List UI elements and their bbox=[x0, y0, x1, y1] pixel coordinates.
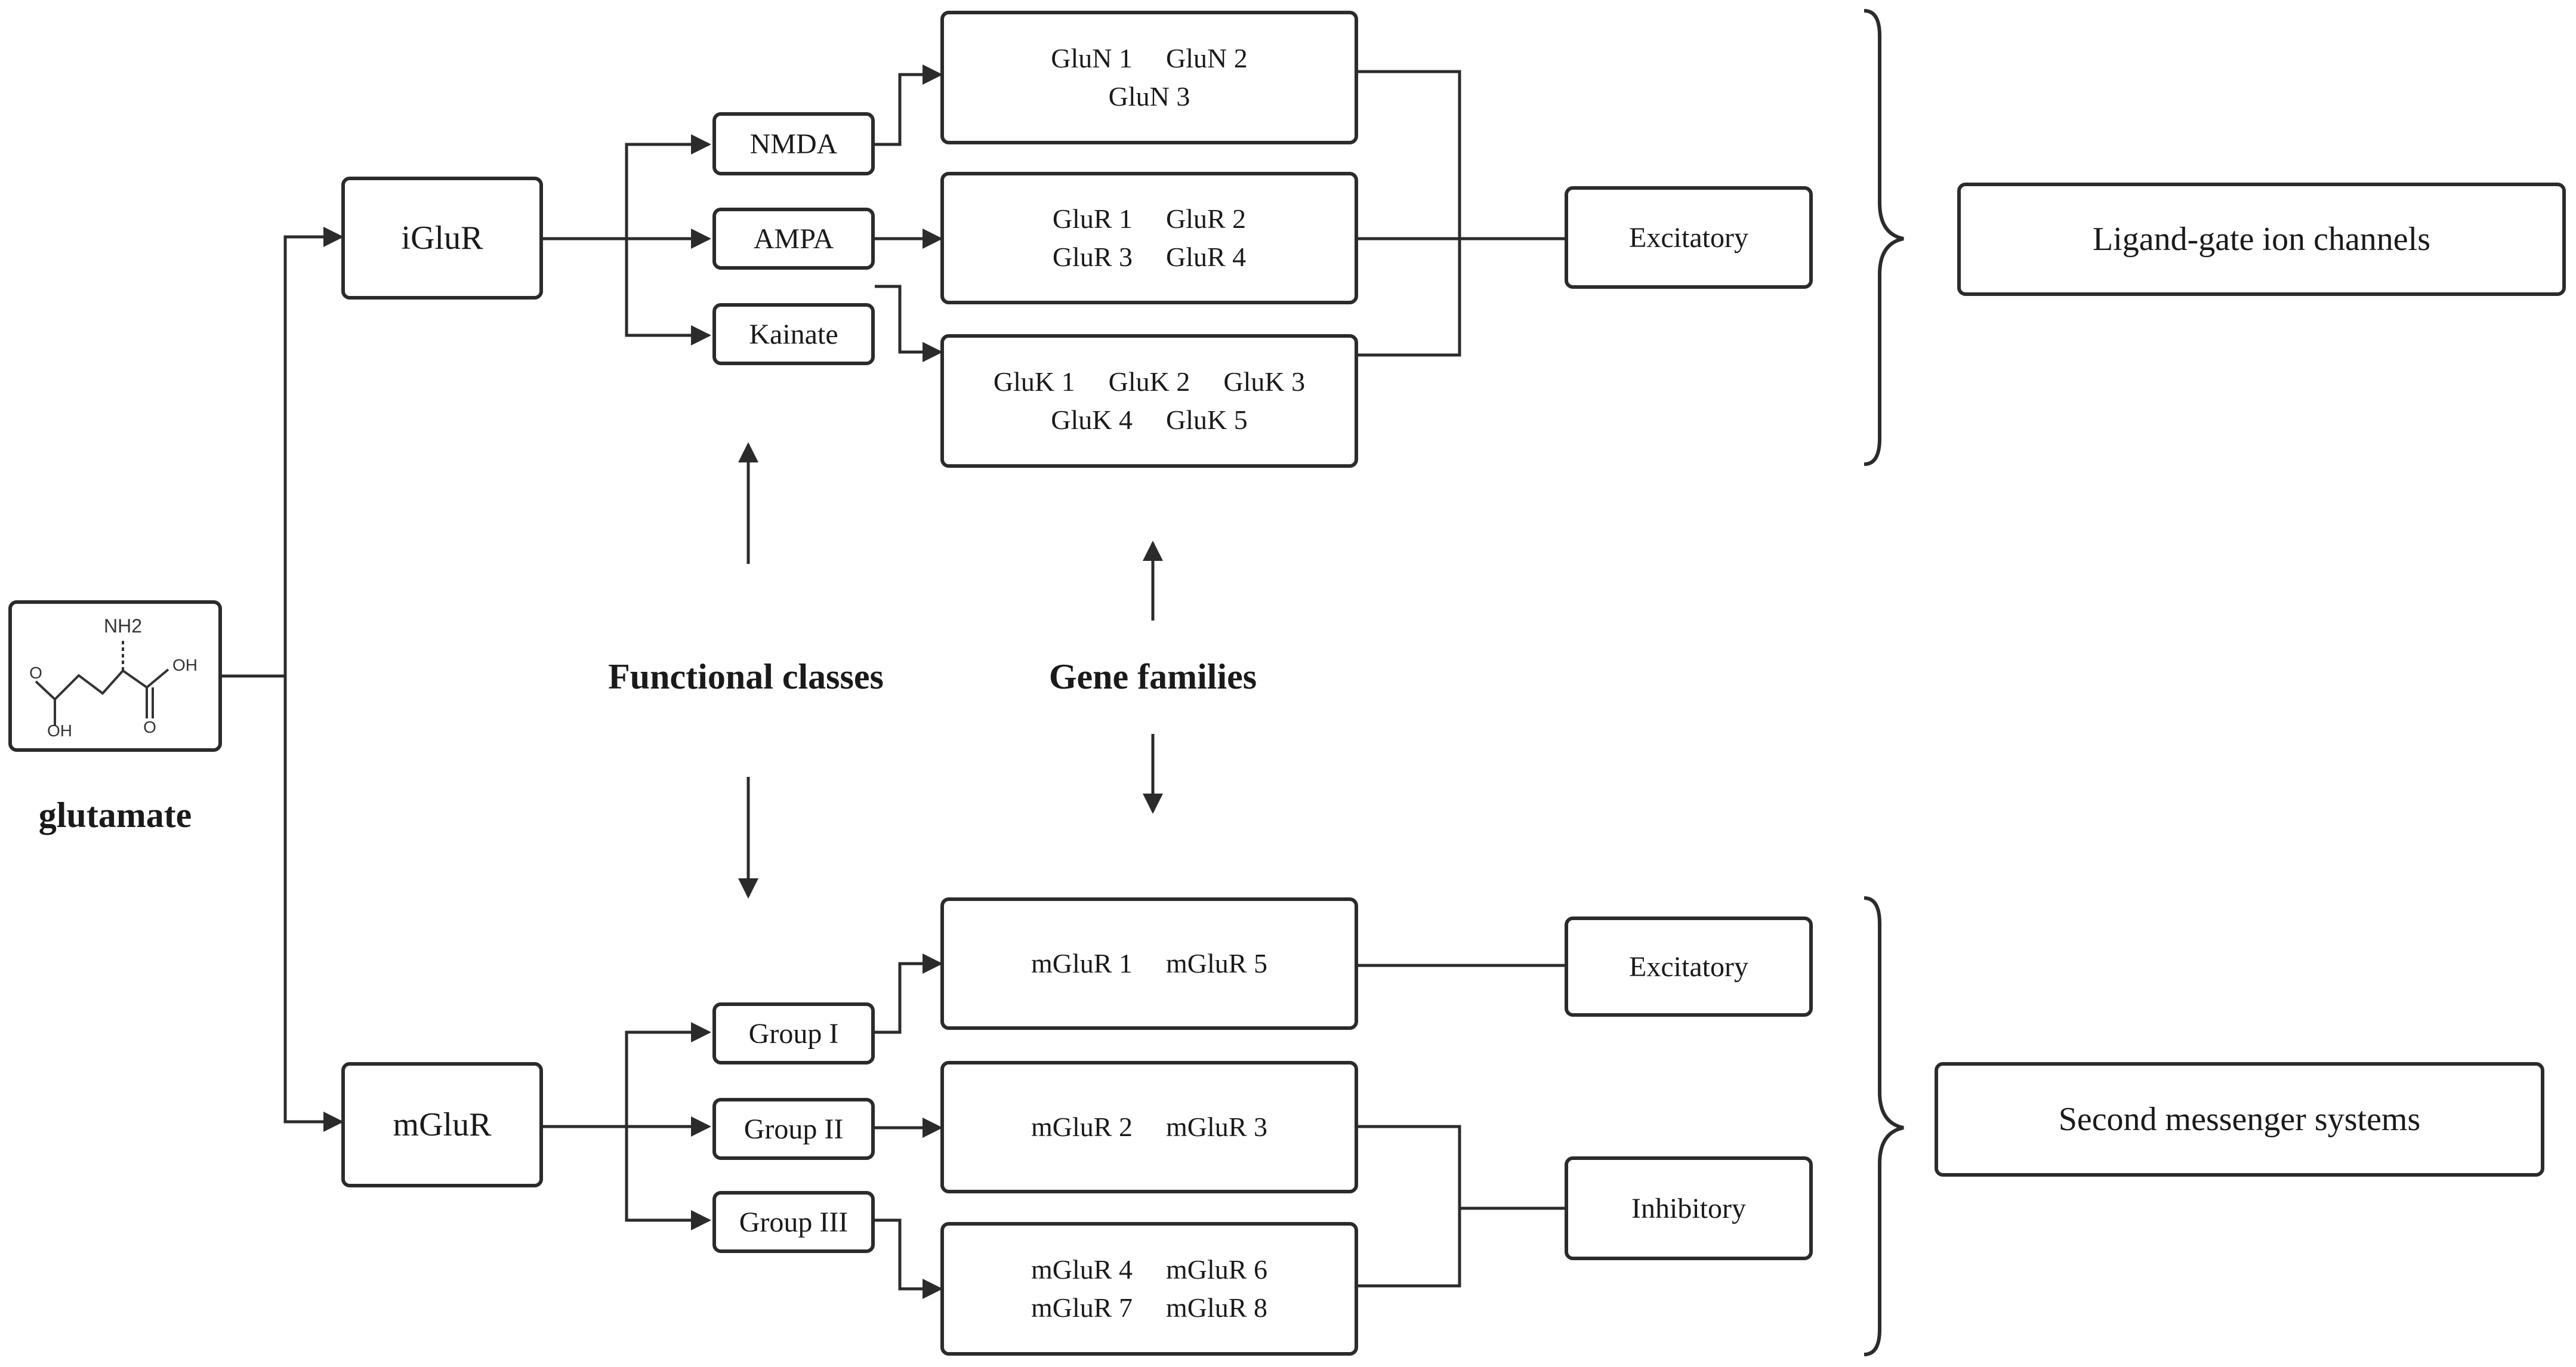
iglur-to-kainate bbox=[625, 239, 711, 345]
bottom-brace bbox=[1864, 896, 1904, 1356]
glun-3: GluN 3 bbox=[1108, 81, 1190, 112]
mglur-excitatory-box: Excitatory bbox=[1565, 917, 1813, 1017]
group1-box: Group I bbox=[712, 1002, 875, 1064]
mglur-4: mGluR 4 bbox=[1031, 1254, 1133, 1285]
acid-left-label: OH bbox=[47, 721, 72, 740]
mglur-box: mGluR bbox=[341, 1062, 543, 1187]
gluk-4: GluK 4 bbox=[1051, 405, 1133, 435]
mglur4678-family-box: mGluR 4 mGluR 6 mGluR 7 mGluR 8 bbox=[940, 1222, 1358, 1356]
ampa-label: AMPA bbox=[753, 223, 834, 255]
mglur-label: mGluR bbox=[393, 1106, 492, 1143]
mglur-6: mGluR 6 bbox=[1166, 1254, 1267, 1285]
mglur-2: mGluR 2 bbox=[1031, 1112, 1133, 1142]
mglur-to-group1 bbox=[625, 1022, 711, 1127]
glun-1: GluN 1 bbox=[1051, 43, 1133, 73]
nmda-to-glun bbox=[875, 64, 943, 146]
mglur15-family-box: mGluR 1 mGluR 5 bbox=[940, 897, 1358, 1030]
glur-4: GluR 4 bbox=[1166, 242, 1247, 272]
mglur-3: mGluR 3 bbox=[1166, 1112, 1267, 1142]
mglur23-row: mGluR 2 mGluR 3 bbox=[1014, 1108, 1284, 1146]
gluk-family-box: GluK 1 GluK 2 GluK 3 GluK 4 GluK 5 bbox=[940, 334, 1358, 468]
nmda-box: NMDA bbox=[712, 112, 875, 175]
ampa-box: AMPA bbox=[712, 208, 875, 270]
iglur-excitatory-box: Excitatory bbox=[1565, 186, 1813, 289]
glur-row-1: GluR 1 GluR 2 bbox=[1036, 200, 1263, 238]
glur-3: GluR 3 bbox=[1052, 242, 1133, 272]
gluk-row-2: GluK 4 GluK 5 bbox=[1034, 401, 1264, 439]
glutamate-molecule-icon: NH2 OH OH O O bbox=[29, 615, 198, 740]
glun-to-excitatory bbox=[1358, 70, 1461, 357]
top-brace bbox=[1864, 9, 1904, 466]
glun-2: GluN 2 bbox=[1166, 43, 1248, 73]
glur-2: GluR 2 bbox=[1166, 203, 1247, 234]
glutamate-structure-box: NH2 OH OH O O bbox=[8, 600, 222, 752]
mglur-excitatory-label: Excitatory bbox=[1629, 951, 1748, 983]
glutamate-to-mglur bbox=[283, 676, 344, 1132]
mglur46-row: mGluR 4 mGluR 6 bbox=[1014, 1251, 1284, 1289]
gluk-3: GluK 3 bbox=[1223, 366, 1306, 397]
iglur-label: iGluR bbox=[401, 220, 483, 257]
glur-1: GluR 1 bbox=[1052, 203, 1133, 234]
inhibitory-box: Inhibitory bbox=[1565, 1156, 1813, 1260]
gluk-5: GluK 5 bbox=[1166, 405, 1248, 435]
second-messenger-label: Second messenger systems bbox=[2058, 1101, 2421, 1138]
kainate-label: Kainate bbox=[749, 318, 838, 350]
mglur-1: mGluR 1 bbox=[1031, 948, 1133, 979]
glur-family-box: GluR 1 GluR 2 GluR 3 GluR 4 bbox=[940, 172, 1358, 304]
oxo-left-label: O bbox=[29, 664, 42, 682]
mglur23-to-inhibitory bbox=[1358, 1125, 1461, 1288]
mglur-8: mGluR 8 bbox=[1166, 1292, 1267, 1323]
iglur-box: iGluR bbox=[341, 177, 543, 300]
second-messenger-box: Second messenger systems bbox=[1935, 1062, 2544, 1177]
gluk-row-1: GluK 1 GluK 2 GluK 3 bbox=[977, 363, 1322, 401]
gluk-2: GluK 2 bbox=[1108, 366, 1190, 397]
oxo-right-label: O bbox=[143, 718, 156, 736]
functional-classes-label: Functional classes bbox=[608, 657, 884, 696]
group1-label: Group I bbox=[748, 1017, 839, 1050]
group2-label: Group II bbox=[744, 1113, 844, 1145]
kainate-box: Kainate bbox=[712, 303, 875, 365]
mglur23-family-box: mGluR 2 mGluR 3 bbox=[940, 1061, 1358, 1193]
acid-right-label: OH bbox=[172, 656, 198, 674]
kainate-to-gluk bbox=[875, 285, 943, 362]
group3-label: Group III bbox=[739, 1206, 849, 1238]
glun-row-1: GluN 1 GluN 2 bbox=[1034, 39, 1264, 78]
gluk-1: GluK 1 bbox=[993, 366, 1075, 397]
group3-to-mglur4678 bbox=[875, 1218, 943, 1299]
mglur-7: mGluR 7 bbox=[1031, 1292, 1133, 1323]
mglur15-row: mGluR 1 mGluR 5 bbox=[1014, 945, 1284, 983]
iglur-to-nmda bbox=[625, 134, 711, 239]
inhibitory-label: Inhibitory bbox=[1631, 1192, 1746, 1224]
glutamate-label: glutamate bbox=[38, 795, 192, 835]
group1-to-mglur15 bbox=[875, 953, 943, 1034]
group2-box: Group II bbox=[712, 1098, 875, 1160]
gene-families-label: Gene families bbox=[1048, 657, 1257, 696]
mglur-to-group3 bbox=[625, 1127, 711, 1230]
iglur-excitatory-label: Excitatory bbox=[1629, 221, 1748, 254]
glun-row-2: GluN 3 bbox=[1092, 78, 1207, 116]
ligand-gated-box: Ligand-gate ion channels bbox=[1957, 183, 2566, 296]
group3-box: Group III bbox=[712, 1191, 875, 1253]
glun-family-box: GluN 1 GluN 2 GluN 3 bbox=[940, 11, 1358, 144]
amine-label: NH2 bbox=[104, 615, 142, 637]
glutamate-trunk bbox=[222, 227, 344, 678]
mglur-5: mGluR 5 bbox=[1166, 948, 1267, 979]
ligand-gated-label: Ligand-gate ion channels bbox=[2092, 221, 2430, 258]
glur-row-2: GluR 3 GluR 4 bbox=[1036, 238, 1263, 276]
nmda-label: NMDA bbox=[749, 128, 838, 160]
mglur78-row: mGluR 7 mGluR 8 bbox=[1014, 1289, 1284, 1327]
